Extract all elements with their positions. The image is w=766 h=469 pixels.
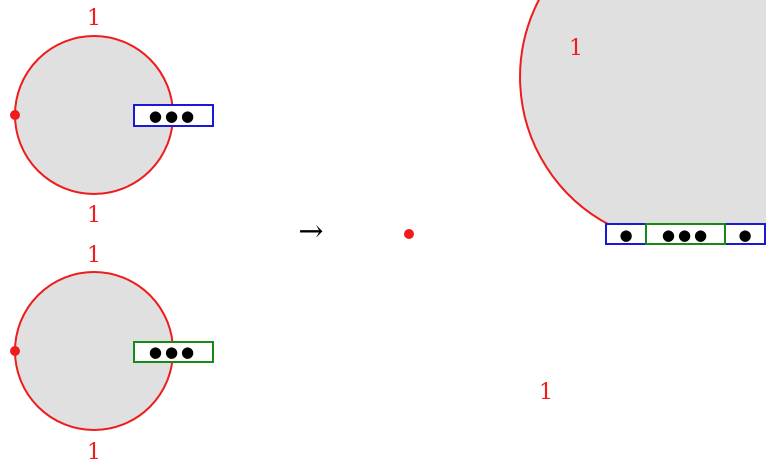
bottom-left-label-top: 1 [87, 243, 101, 268]
result-label-top: 1 [569, 36, 583, 61]
arrow: → [298, 214, 323, 249]
top-left-box-dots: ●●● [149, 107, 197, 125]
result-marked-point [404, 229, 414, 239]
top-left-label-bottom: 1 [87, 203, 101, 228]
bottom-left-marked-point [10, 346, 20, 356]
bottom-left-disk-figure: ●●● 1 1 [10, 243, 214, 465]
top-left-marked-point [10, 110, 20, 120]
result-disk-figure: ● ●●● ● 1 1 [404, 0, 766, 405]
result-left-blue-dots: ● [619, 226, 632, 244]
result-green-box [645, 223, 726, 245]
bottom-left-green-box [133, 341, 214, 363]
top-left-label-top: 1 [87, 6, 101, 31]
bottom-left-label-bottom: 1 [87, 440, 101, 465]
result-right-blue-dots: ● [738, 226, 751, 244]
top-left-disk-figure: ●●● 1 1 [10, 6, 214, 228]
top-left-blue-box [133, 104, 214, 127]
bottom-left-box-dots: ●●● [149, 343, 197, 361]
result-green-dots: ●●● [662, 226, 710, 244]
result-disk [519, 0, 766, 246]
result-label-bottom: 1 [539, 380, 553, 405]
